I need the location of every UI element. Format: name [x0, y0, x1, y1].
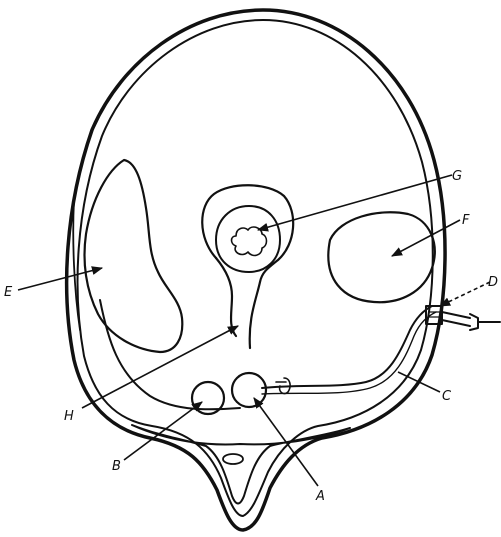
leader-d — [440, 282, 490, 306]
tube-outer — [202, 185, 293, 348]
structure-a — [232, 373, 266, 407]
inner-wall — [78, 20, 433, 516]
external-tube — [442, 312, 500, 330]
label-a: A — [315, 489, 325, 504]
leader-b — [124, 402, 202, 460]
lumen — [232, 227, 267, 255]
label-e: E — [4, 285, 13, 300]
label-d: D — [488, 275, 498, 290]
catheter-c-inner — [262, 312, 436, 394]
lower-membrane — [100, 300, 240, 409]
structure-e — [85, 160, 183, 352]
tube-inner — [216, 206, 280, 272]
label-h: H — [64, 409, 74, 424]
label-b: B — [112, 459, 121, 474]
outer-wall — [67, 10, 445, 530]
leader-h — [82, 326, 238, 408]
spinal-canal — [223, 454, 243, 464]
leader-e — [18, 268, 102, 290]
label-g: G — [452, 169, 462, 184]
label-f: F — [462, 213, 470, 228]
label-c: C — [442, 389, 452, 404]
structure-f — [328, 212, 434, 302]
